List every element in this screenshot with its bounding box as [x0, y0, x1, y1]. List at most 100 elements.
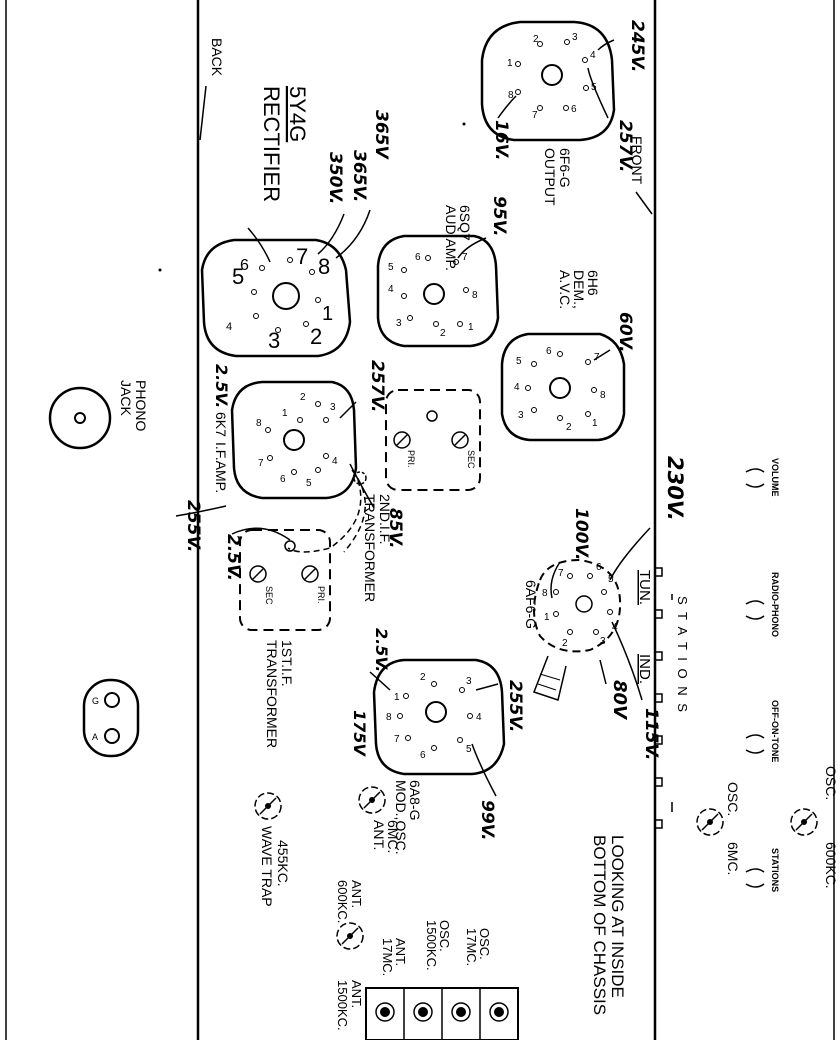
station-ticks: [656, 567, 663, 829]
svg-text:STATIONS: STATIONS: [770, 848, 780, 892]
svg-text:G: G: [92, 696, 99, 706]
svg-text:RECTIFIER: RECTIFIER: [259, 86, 284, 202]
ant-17mc-screw[interactable]: [413, 1002, 433, 1022]
svg-text:OSC.: OSC.: [823, 766, 839, 800]
back-label: BACK: [209, 38, 225, 77]
osc-6mc-trimmer[interactable]: OSC. 6MC.: [696, 782, 741, 875]
tube-6a8g: 1 2 3 4 5 6 7 8: [372, 658, 506, 776]
svg-text:6F6-G: 6F6-G: [557, 148, 573, 188]
tube-5y4g: 8 1 2 3 4 5 6 7: [200, 238, 352, 358]
svg-text:6AF6-G: 6AF6-G: [523, 580, 539, 629]
stations-row-label: S T A T I O N S: [675, 596, 690, 714]
voltage-25v-c: 2.5V.: [372, 628, 391, 672]
svg-text:VOLUME: VOLUME: [770, 458, 780, 497]
tube-6h6-label: 6H6 DEM., A.V.C.: [557, 270, 601, 309]
svg-text:6A8-G: 6A8-G: [407, 780, 423, 820]
wave-trap-trimmer[interactable]: WAVE TRAP 455KC.: [254, 792, 291, 907]
svg-text:350V.: 350V.: [325, 152, 345, 204]
svg-text:MOD.,OSC.: MOD.,OSC.: [393, 780, 409, 855]
svg-text:2.5V.: 2.5V.: [212, 364, 231, 408]
svg-text:OSC.: OSC.: [437, 920, 452, 952]
speaker-socket[interactable]: G A: [82, 678, 140, 758]
svg-text:6: 6: [240, 257, 249, 274]
svg-text:2.5V.: 2.5V.: [372, 628, 391, 672]
svg-text:175V: 175V: [350, 710, 369, 757]
svg-text:PRI.: PRI.: [316, 586, 326, 604]
svg-text:6K7: 6K7: [213, 412, 229, 437]
svg-text:1ST.I.F.: 1ST.I.F.: [279, 640, 295, 687]
svg-text:4: 4: [590, 50, 596, 61]
svg-text:PRI.: PRI.: [406, 450, 416, 468]
osc-600kc-trimmer[interactable]: OSC. 600KC.: [790, 766, 839, 889]
svg-text:6: 6: [596, 562, 602, 573]
svg-text:FRONT: FRONT: [629, 136, 645, 185]
svg-text:A: A: [92, 732, 98, 742]
voltage-255v-b: 255V.: [505, 680, 525, 732]
svg-text:7: 7: [462, 252, 468, 263]
volume-control[interactable]: VOLUME: [745, 458, 780, 497]
wave-trap-label: WAVE TRAP 455KC.: [259, 826, 291, 907]
voltage-255v-a: 255V.: [183, 500, 203, 552]
svg-text:SEC: SEC: [466, 450, 476, 469]
page-title: LOOKING AT INSIDE BOTTOM OF CHASSIS: [590, 835, 627, 1015]
svg-text:1: 1: [282, 408, 288, 419]
svg-text:ANT.: ANT.: [349, 880, 364, 908]
svg-text:TRANSFORMER: TRANSFORMER: [362, 494, 378, 602]
second-if-transformer: SEC PRI.: [385, 389, 481, 491]
svg-text:5: 5: [232, 264, 244, 289]
svg-text:17MC.: 17MC.: [464, 928, 479, 966]
svg-text:LOOKING AT INSIDE: LOOKING AT INSIDE: [608, 835, 627, 998]
svg-text:OFF-ON-TONE: OFF-ON-TONE: [770, 700, 780, 762]
svg-text:5Y4G: 5Y4G: [285, 86, 310, 142]
svg-text:255V.: 255V.: [183, 500, 203, 552]
svg-text:1: 1: [544, 612, 550, 623]
svg-text:85V.: 85V.: [385, 508, 405, 549]
ant-6mc-label: ANT. 6MC.: [371, 820, 401, 853]
svg-text:DEM.,: DEM.,: [571, 270, 587, 309]
off-on-tone-control[interactable]: OFF-ON-TONE: [745, 700, 780, 762]
svg-text:2ND.I.F.: 2ND.I.F.: [377, 494, 393, 545]
ant-6mc-trimmer[interactable]: ANT. 6MC.: [358, 786, 401, 853]
voltage-100v: 100V.: [571, 508, 591, 560]
svg-text:2: 2: [533, 34, 539, 45]
svg-text:8: 8: [386, 712, 392, 723]
svg-text:6: 6: [546, 346, 552, 357]
svg-text:4: 4: [514, 382, 520, 393]
svg-text:WAVE TRAP: WAVE TRAP: [259, 826, 275, 907]
phono-jack-label: PHONO JACK: [118, 380, 149, 431]
svg-text:257V.: 257V.: [367, 360, 387, 412]
svg-text:4: 4: [226, 321, 232, 333]
svg-text:ANT.: ANT.: [371, 820, 387, 850]
svg-text:99V.: 99V.: [477, 800, 497, 841]
tube-5y4g-label: 5Y4G RECTIFIER: [259, 86, 310, 202]
svg-text:1: 1: [592, 418, 598, 429]
phono-jack[interactable]: [48, 386, 112, 450]
osc-1500kc-screw[interactable]: [451, 1002, 471, 1022]
svg-text:8: 8: [542, 588, 548, 599]
svg-text:95V.: 95V.: [489, 196, 509, 237]
svg-text:7: 7: [558, 568, 564, 579]
svg-text:4: 4: [476, 712, 482, 723]
svg-text:IND.: IND.: [636, 654, 653, 684]
voltage-257v-b: 257V.: [367, 360, 387, 412]
svg-text:100V.: 100V.: [571, 508, 591, 560]
svg-text:2: 2: [300, 392, 306, 403]
stations-control[interactable]: STATIONS: [745, 848, 780, 892]
ant-1500kc-screw[interactable]: [375, 1002, 395, 1022]
osc-17mc-screw[interactable]: [489, 1002, 509, 1022]
ant-17mc-label: ANT. 17MC.: [380, 938, 408, 976]
ant-600kc-trimmer[interactable]: ANT. 600KC.: [335, 880, 364, 950]
svg-text:2: 2: [420, 672, 426, 683]
tube-6af6g-label: 6AF6-G: [523, 580, 539, 629]
first-if-label: 1ST.I.F. TRANSFORMER: [264, 640, 295, 748]
svg-text:I.F.AMP.: I.F.AMP.: [213, 442, 229, 493]
svg-text:6: 6: [571, 104, 577, 115]
svg-text:OUTPUT: OUTPUT: [542, 148, 558, 206]
svg-text:5: 5: [388, 262, 394, 273]
voltage-245v: 245V.: [627, 20, 647, 72]
svg-text:6MC.: 6MC.: [385, 820, 401, 853]
svg-text:2.5V.: 2.5V.: [223, 534, 243, 581]
radio-phono-control[interactable]: RADIO-PHONO: [745, 572, 780, 637]
osc-600kc-label: OSC. 600KC.: [823, 766, 839, 889]
